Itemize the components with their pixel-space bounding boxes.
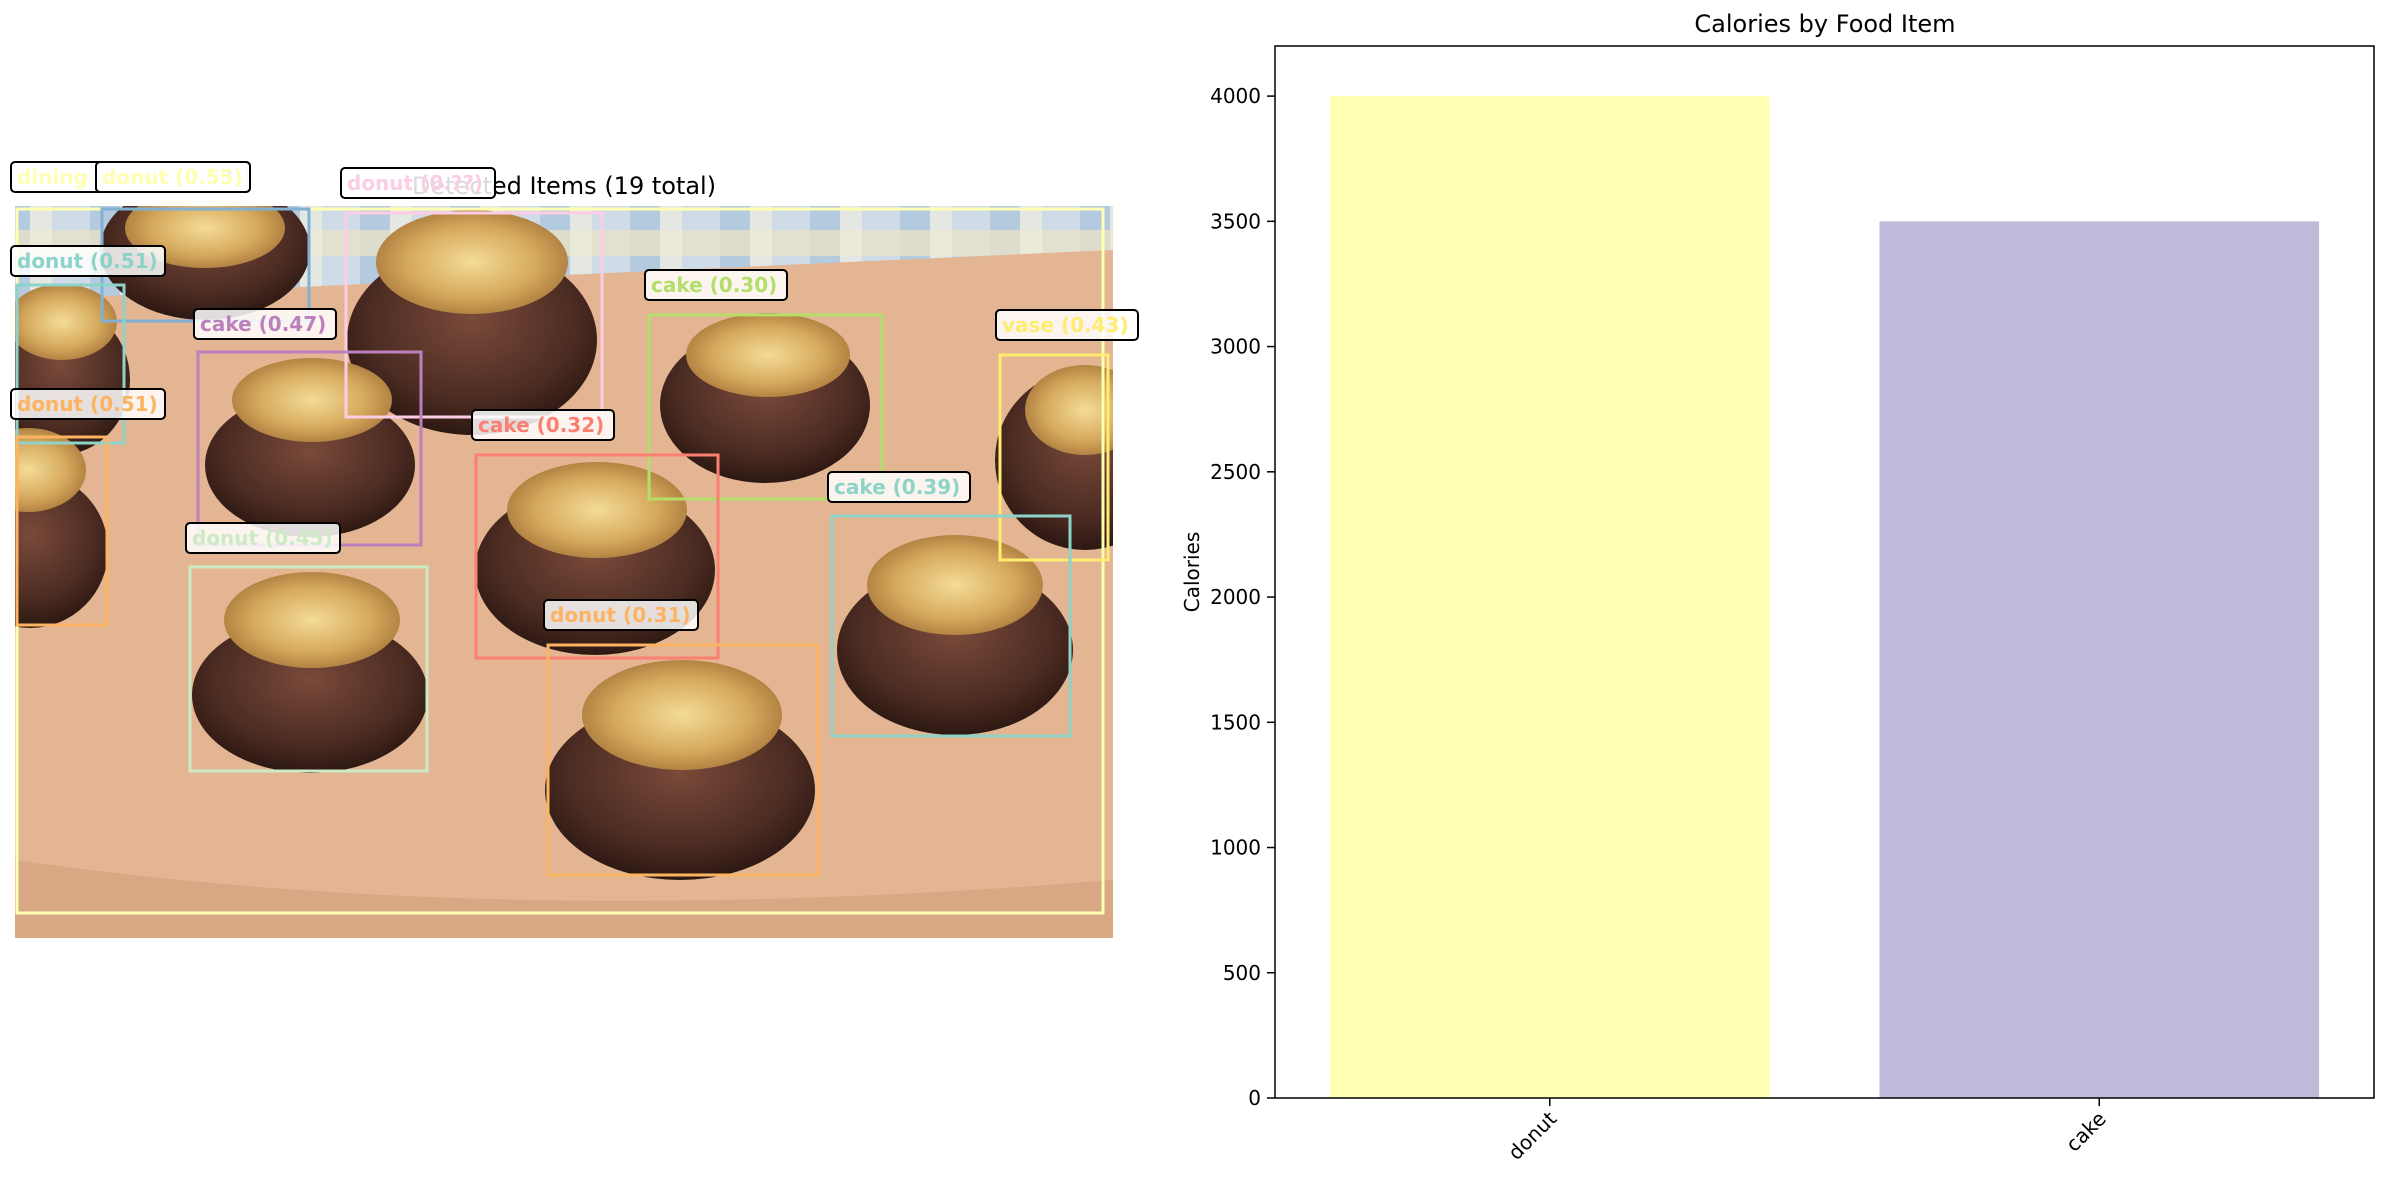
detection-label-box (644, 269, 788, 301)
detection-label-box (10, 245, 166, 277)
detection-label-box (95, 161, 251, 193)
y-tick-label: 0 (1248, 1086, 1261, 1110)
plot-frame (1274, 45, 2375, 1099)
detection-label-text: donut (0.31) (550, 603, 691, 627)
detection-label: donut (0.45) (185, 522, 341, 554)
detection-label-text: cake (0.47) (200, 312, 326, 336)
detection-label: vase (0.43) (995, 309, 1139, 341)
detection-label-text: cake (0.30) (651, 273, 777, 297)
bbox-cake-red (474, 453, 720, 660)
detection-label-box (185, 522, 341, 554)
x-tick-label-cake: cake (2061, 1107, 2111, 1157)
detection-panel: Detected Items (19 total) (10, 161, 1139, 938)
detection-label-box (340, 167, 496, 199)
bounding-boxes (15, 207, 1110, 915)
detection-label: donut (0.??) (340, 167, 496, 199)
bbox-donut-light-green (188, 565, 429, 773)
detection-label-text: donut (0.55) (102, 165, 243, 189)
detection-label: cake (0.47) (193, 308, 337, 340)
x-tick-label-donut: donut (1503, 1106, 1561, 1164)
detection-label: cake (0.39) (827, 471, 971, 503)
detection-label-box (543, 599, 699, 631)
detection-label-box (10, 388, 166, 420)
y-tick-label: 2500 (1210, 460, 1261, 484)
bbox-donut-orange-left (15, 435, 109, 627)
detection-labels: dining table (0.55)donut (0.53)donut (0.… (10, 161, 1139, 631)
detection-label-text: donut (0.51) (17, 249, 158, 273)
y-tick-label: 3500 (1210, 209, 1261, 233)
x-axis-ticks: donut cake (1503, 1098, 2111, 1165)
bbox-donut-orange (546, 643, 820, 877)
detection-label-box (995, 309, 1139, 341)
y-tick-label: 3000 (1210, 335, 1261, 359)
detection-label-text: donut (0.45) (192, 526, 333, 550)
calorie-chart: Calories by Food Item 0 500 1000 1500 2000 25… (1180, 10, 2375, 1165)
detection-label-text: donut (0.??) (347, 171, 483, 195)
detection-label-text: cake (0.32) (478, 413, 604, 437)
y-axis-ticks: 0 500 1000 1500 2000 2500 3000 3500 4000 (1210, 84, 1275, 1110)
detection-label-text: vase (0.43) (1002, 313, 1129, 337)
detection-label-box (471, 409, 615, 441)
detection-label: donut (0.51) (10, 388, 166, 420)
bbox-donut-teal (15, 283, 126, 445)
bbox-cake-teal (830, 514, 1072, 738)
detection-label-box (193, 308, 337, 340)
detection-label: donut (0.51) (10, 245, 166, 277)
y-axis-label: Calories (1180, 532, 1204, 613)
y-tick-label: 4000 (1210, 84, 1261, 108)
bbox-cake-green (647, 313, 884, 501)
chart-title: Calories by Food Item (1694, 10, 1955, 38)
detection-label: cake (0.32) (471, 409, 615, 441)
bbox-vase (998, 353, 1110, 562)
bar-cake (1879, 221, 2320, 1099)
bar-donut (1329, 96, 1770, 1099)
detection-label-box (827, 471, 971, 503)
detection-label-text: donut (0.51) (17, 392, 158, 416)
food-photo (15, 206, 1113, 938)
detection-label: donut (0.31) (543, 599, 699, 631)
chart-bars (1329, 96, 2320, 1099)
detection-label: cake (0.30) (644, 269, 788, 301)
y-tick-label: 500 (1223, 961, 1261, 985)
y-tick-label: 2000 (1210, 585, 1261, 609)
y-tick-label: 1500 (1210, 710, 1261, 734)
detection-label-text: cake (0.39) (834, 475, 960, 499)
detection-label: donut (0.55) (95, 161, 251, 193)
y-tick-label: 1000 (1210, 836, 1261, 860)
